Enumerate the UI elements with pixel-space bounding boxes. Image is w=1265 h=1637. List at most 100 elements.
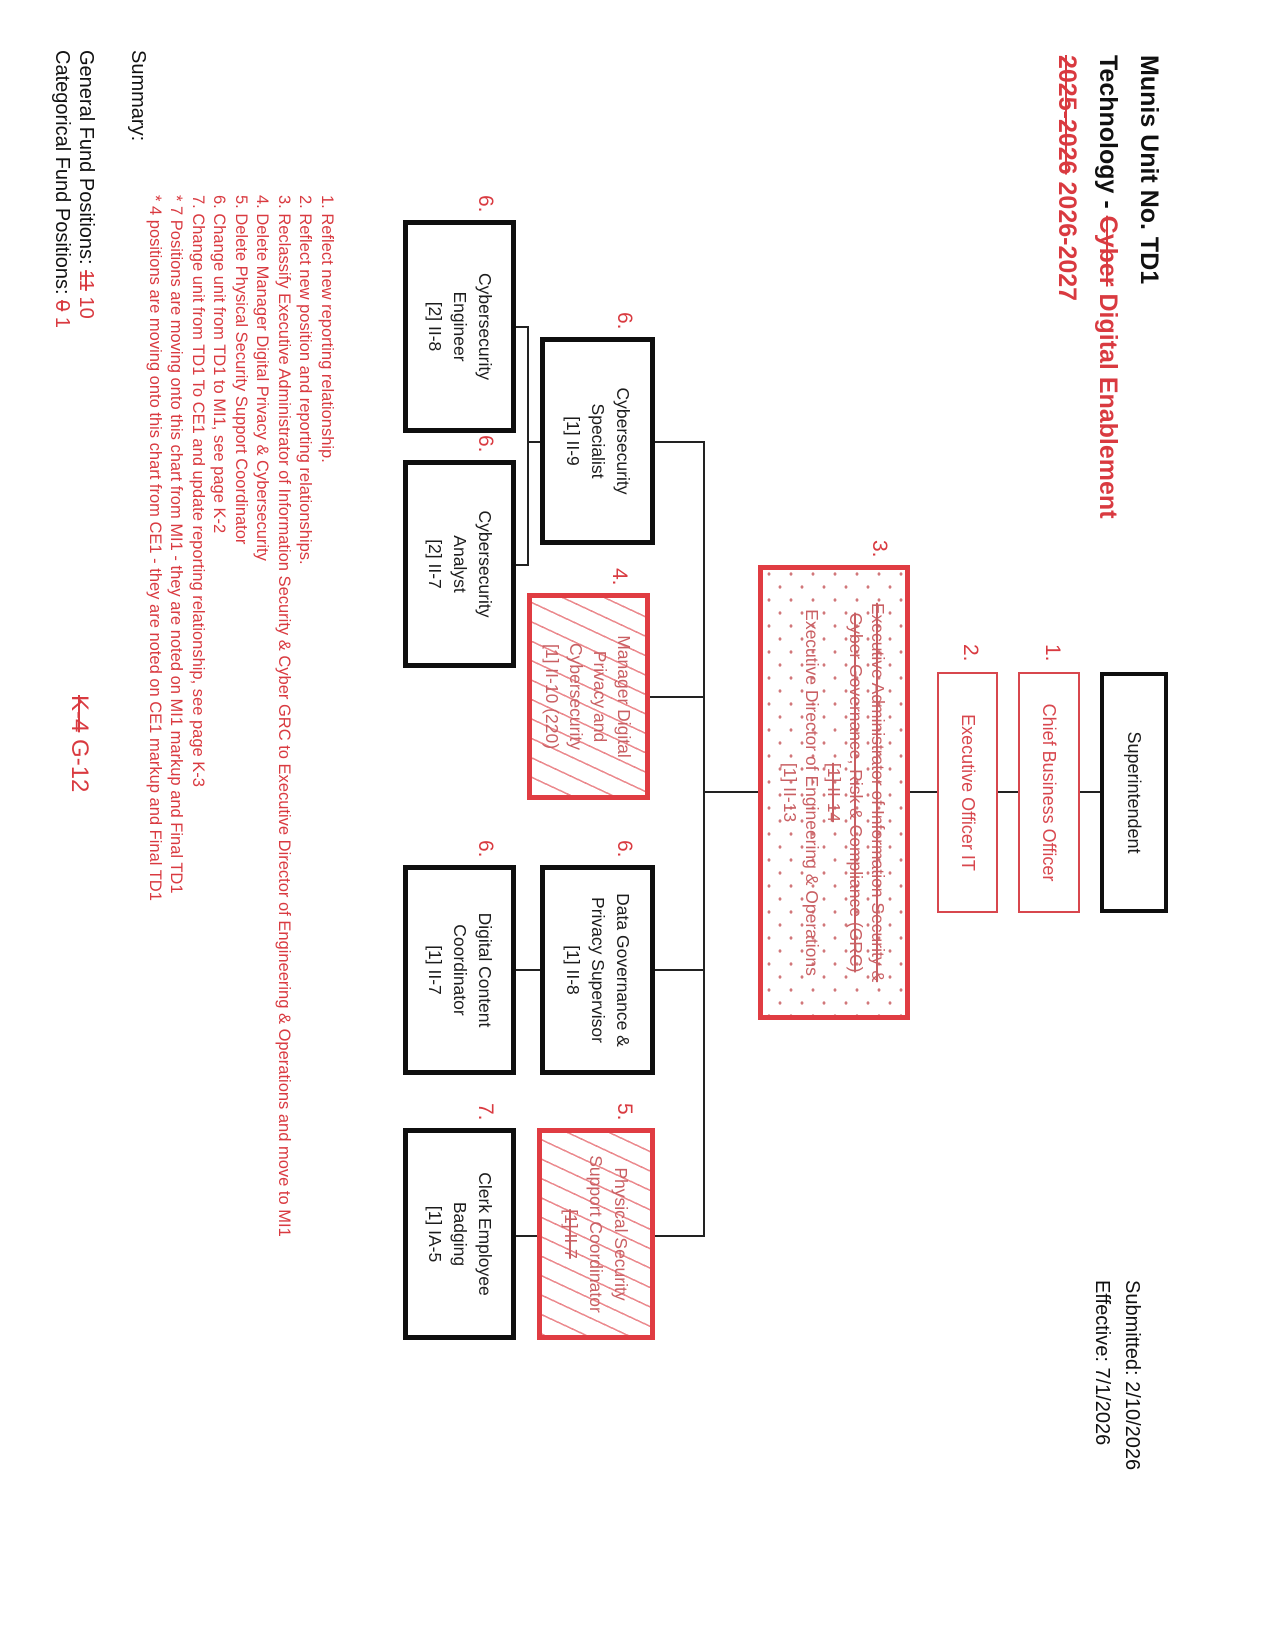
drop-manager [650, 696, 705, 698]
connector-cbo-eoit [998, 791, 1018, 793]
org-box-physical-security-support-coordinator: 5. Physical Security Support Coordinator… [537, 1103, 655, 1340]
position-title: Cybersecurity [475, 510, 495, 618]
drop-data-governance [655, 969, 705, 971]
box-number: 7. [474, 1103, 497, 1121]
position-count: [2] II-7 [425, 539, 445, 589]
connector-datagov-digitalcontent [516, 969, 540, 971]
struck-old-count: 0 [51, 300, 73, 312]
position-count: [1] II-7 [425, 945, 445, 995]
box-number: 2. [959, 644, 982, 662]
drop-analyst [516, 564, 529, 566]
drop-physical-security [655, 1235, 705, 1237]
position-title: Chief Business Officer [1039, 703, 1060, 882]
connector-physec-clerk [516, 1235, 537, 1237]
box-number: 6. [474, 435, 497, 453]
general-fund-positions: General Fund Positions: 11 10 [75, 50, 97, 319]
position-title: Executive Director of Engineering & Oper… [802, 609, 822, 976]
org-box-superintendent: Superintendent [1100, 672, 1168, 913]
connector-execdir-trunk [703, 791, 758, 793]
bracket-specialist-children [527, 326, 529, 566]
position-title: Cybersecurity [566, 643, 587, 750]
connector-eoit-execdir [910, 791, 937, 793]
position-title: Coordinator [450, 924, 470, 1016]
position-title: Analyst [450, 535, 470, 593]
new-year: 2026-2027 [1053, 174, 1081, 302]
position-count: [1] IA-5 [425, 1205, 445, 1263]
position-title: Engineer [450, 291, 470, 362]
struck-old-name: Cyber [1094, 215, 1122, 287]
position-title: Cybersecurity [613, 387, 633, 495]
org-box-data-governance-privacy-supervisor: 6. Data Governance & Privacy Supervisor … [540, 840, 655, 1075]
box-number: 5. [613, 1103, 636, 1121]
new-name: Digital Enablement [1094, 286, 1122, 519]
note-asterisk-1: * 7 Positions are moving onto this chart… [167, 195, 186, 894]
position-count: [1] II-10 (220) [542, 643, 563, 750]
note-2: 2. Reflect new position and reporting re… [296, 195, 315, 565]
org-box-cybersecurity-analyst: 6. Cybersecurity Analyst [2] II-7 [403, 435, 516, 668]
note-4: 4. Delete Manager Digital Privacy & Cybe… [253, 195, 272, 561]
note-asterisk-2: * 4 positions are moving onto this chart… [146, 195, 164, 901]
org-box-cybersecurity-specialist: 6. Cybersecurity Specialist [1] II-9 [540, 312, 655, 545]
position-title: Data Governance & [613, 893, 633, 1047]
chart-title: Munis Unit No. TD1 Technology - Cyber Di… [1046, 55, 1169, 519]
position-title: Physical Security [611, 1167, 632, 1301]
new-count: 10 [75, 290, 97, 319]
box-number: 6. [474, 195, 497, 213]
note-6: 6. Change unit from TD1 to MI1, see page… [210, 195, 229, 534]
struck-position-count: [1] II-14 [824, 762, 844, 823]
position-title: Executive Officer IT [958, 714, 978, 871]
position-title: Digital Content [475, 912, 495, 1028]
org-box-clerk-employee-badging: 7. Clerk Employee Badging [1] IA-5 [403, 1103, 516, 1340]
position-title: Privacy and [590, 650, 611, 743]
box-number: 6. [613, 312, 636, 330]
position-title: Badging [450, 1201, 470, 1267]
box-number: 6. [474, 840, 497, 858]
box-number: 1. [1041, 644, 1064, 662]
drop-engineer [516, 326, 529, 328]
position-title: Specialist [588, 403, 608, 479]
struck-old-year: 2025-2026 [1053, 55, 1081, 175]
change-notes: 1. Reflect new reporting relationship. 2… [144, 195, 338, 1237]
struck-position-count: [1] II-7 [561, 1209, 582, 1259]
org-box-cybersecurity-engineer: 6. Cybersecurity Engineer [2] II-8 [403, 195, 516, 433]
position-title: Privacy Supervisor [588, 897, 608, 1043]
position-title: Manager Digital [614, 635, 635, 758]
position-title: Clerk Employee [475, 1172, 495, 1296]
connector-supt-cbo [1080, 791, 1100, 793]
effective-date: Effective: 7/1/2026 [1091, 1280, 1113, 1446]
position-title: Support Coordinator [586, 1155, 607, 1313]
org-box-executive-director: 3. Executive Administrator of Informatio… [758, 540, 910, 1020]
struck-position-title: Executive Administrator of Information S… [868, 602, 888, 983]
year-title: 2025-2026 2026-2027 [1046, 55, 1087, 519]
box-number: 4. [608, 568, 631, 586]
note-7: 7. Change unit from TD1 To CE1 and updat… [189, 195, 207, 787]
struck-old-page: K-4 [66, 695, 93, 733]
page-label: K-4 G-12 [65, 695, 93, 792]
org-box-chief-business-officer: 1. Chief Business Officer [1018, 644, 1080, 913]
summary-heading: Summary: [127, 50, 149, 142]
new-count: 1 [51, 311, 73, 328]
org-box-manager-digital-privacy: 4. Manager Digital Privacy and Cybersecu… [527, 568, 650, 800]
new-page: G-12 [66, 732, 93, 793]
note-1: 1. Reflect new reporting relationship. [318, 195, 336, 463]
position-title: Superintendent [1124, 731, 1145, 854]
position-count: [1] II-9 [563, 416, 583, 466]
note-3: 3. Reclassify Executive Administrator of… [275, 195, 293, 1237]
box-number: 6. [613, 840, 636, 858]
position-count: [1] II-8 [563, 945, 583, 995]
submitted-date: Submitted: 2/10/2026 [1121, 1280, 1143, 1471]
trunk-line [703, 441, 705, 1237]
org-box-digital-content-coordinator: 6. Digital Content Coordinator [1] II-7 [403, 840, 516, 1075]
position-count: [2] II-8 [425, 301, 445, 352]
unit-title: Munis Unit No. TD1 [1135, 55, 1163, 285]
department-title: Technology - Cyber Digital Enablement [1094, 55, 1122, 519]
note-5: 5. Delete Physical Security Support Coor… [232, 195, 250, 545]
categorical-fund-positions: Categorical Fund Positions: 0 1 [51, 50, 73, 328]
struck-old-count: 11 [75, 270, 97, 291]
submission-info: Submitted: 2/10/2026 Effective: 7/1/2026 [1087, 1280, 1147, 1470]
box-number: 3. [868, 540, 891, 558]
drop-specialist [655, 441, 705, 443]
position-count: [1] II-13 [780, 762, 800, 823]
